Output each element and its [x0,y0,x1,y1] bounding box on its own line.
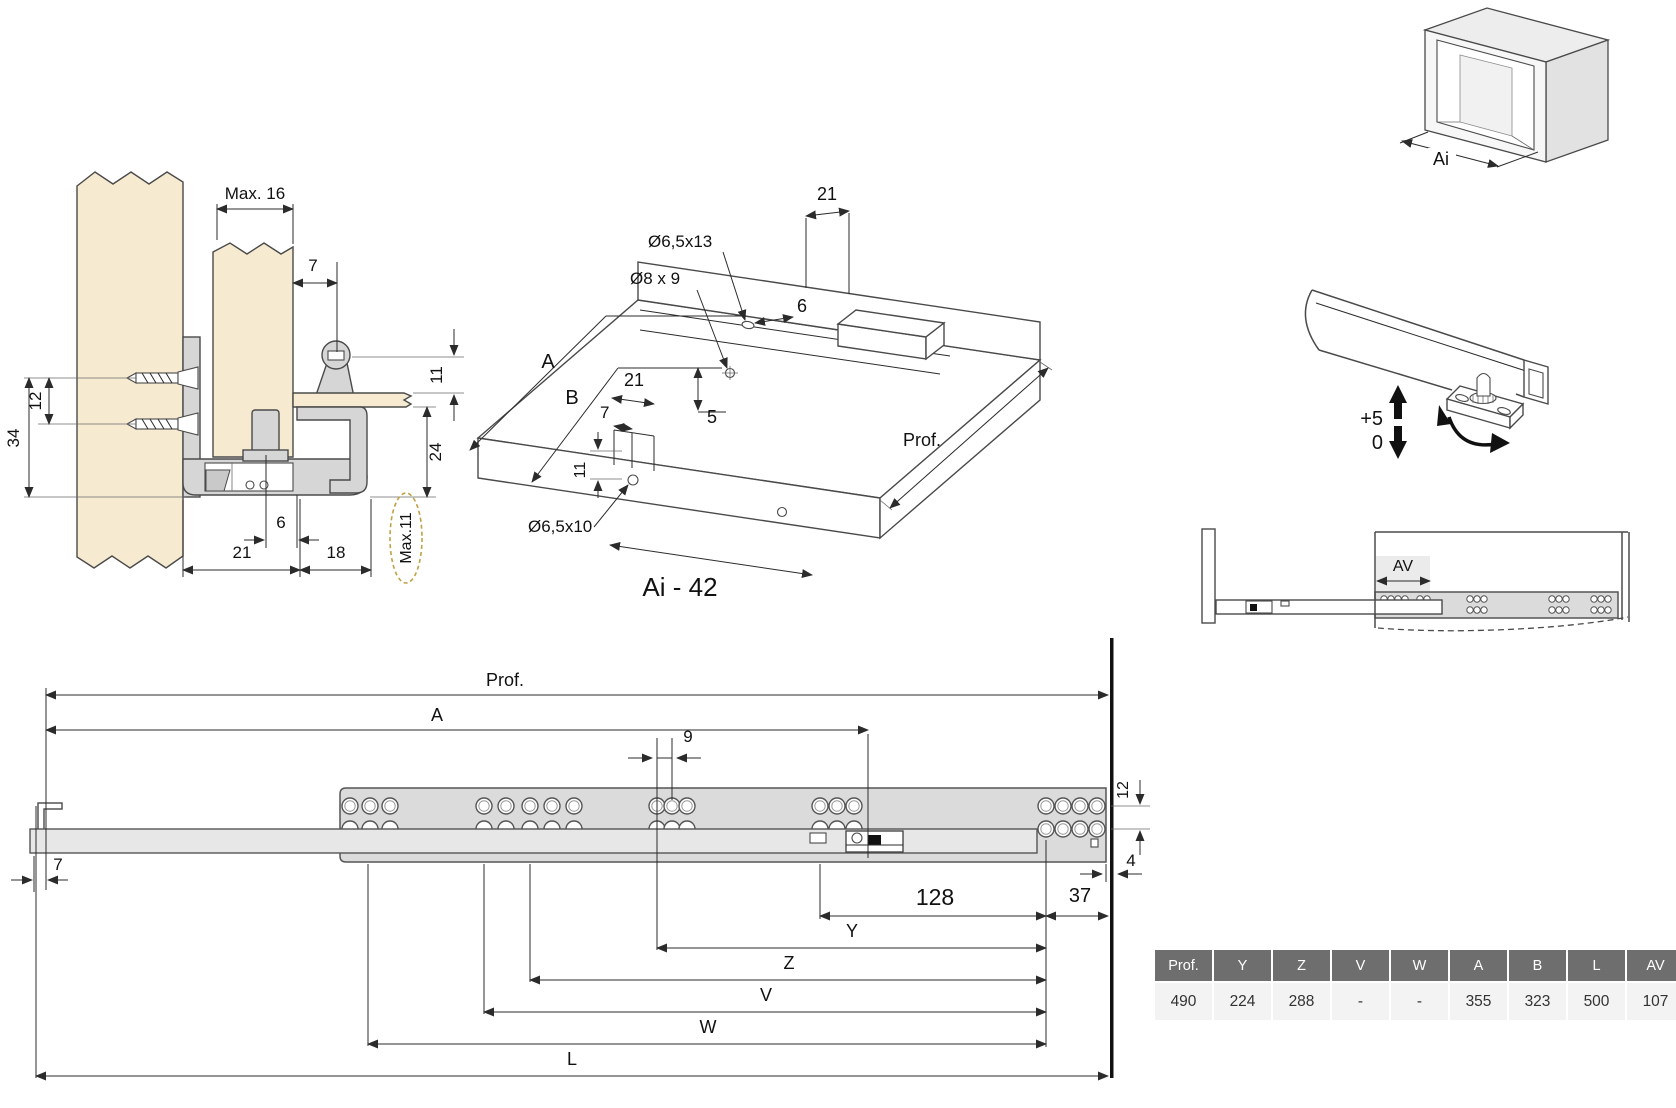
dim-4: 4 [1126,851,1135,870]
mounting-screw [125,412,199,436]
spec-value-w: - [1391,983,1448,1020]
dim-max11: Max.11 [398,512,415,563]
label-hole-65x13: Ø6,5x13 [648,232,712,251]
dim-9: 9 [683,727,692,746]
dim-7: 7 [308,256,317,275]
dim-11-notch: 11 [572,462,589,479]
hole-slot-65x13 [741,320,755,330]
dim-V: V [760,985,772,1005]
rail-holes-top-row [341,797,1106,838]
spec-value-v: - [1332,983,1389,1020]
spec-value-y: 224 [1214,983,1271,1020]
spec-value-l: 500 [1568,983,1625,1020]
dim-ai-42: Ai - 42 [642,572,717,602]
dim-max16: Max. 16 [225,184,285,203]
max11-highlight-ellipse [389,492,423,584]
cabinet-side-panel [76,171,184,569]
adjust-up-arrow-icon [1389,385,1407,419]
dim-7-notch: 7 [600,403,609,422]
spec-value-b: 323 [1509,983,1566,1020]
spec-header-av: AV [1627,950,1676,981]
dim-11: 11 [427,366,446,384]
adjustment-pin [1469,372,1497,405]
elevation-view: Prof. A 9 12 4 7 128 37 Y Z V W [11,638,1150,1081]
spec-header-l: L [1568,950,1625,981]
dim-37: 37 [1069,885,1091,907]
spec-header-b: B [1509,950,1566,981]
dim-ai: Ai [1433,149,1449,169]
label-hole-8x9: Ø8 x 9 [630,269,680,288]
dim-av: AV [1393,558,1413,575]
latch-mechanism [845,830,904,853]
dim-24: 24 [426,443,445,462]
front-bracket-view: +5 0 [1304,289,1549,459]
dim-L: L [567,1049,577,1069]
hole-65x10 [627,474,639,486]
drawer-front-panel [1201,528,1216,624]
cabinet-box-view: Ai [1399,7,1611,169]
dim-A-iso: A [541,351,555,373]
dim-6: 6 [276,513,285,532]
dim-Y: Y [846,921,858,941]
cross-section-view: Max. 16 7 12 34 11 24 6 21 18 Max.11 [4,171,464,584]
spec-value-av: 107 [1627,983,1676,1020]
dim-W: W [700,1017,717,1037]
dim-34: 34 [4,429,23,448]
spec-table: Prof. Y Z V W A B L AV 490 224 288 - - 3… [1155,950,1676,1020]
front-hook [37,802,63,829]
rotate-arrow-icon [1447,416,1497,447]
adjust-down-arrow-icon [1389,426,1407,459]
front-face-hole [776,506,788,518]
mounting-block [836,309,946,361]
dim-7-elev: 7 [53,855,62,874]
spec-header-v: V [1332,950,1389,981]
adjust-plus5: +5 [1360,408,1383,430]
dim-21: 21 [233,543,252,562]
dim-B-iso: B [565,387,578,409]
adjust-zero: 0 [1372,432,1383,454]
spec-header-a: A [1450,950,1507,981]
isometric-drawer-view: 21 Ø6,5x13 Ø8 x 9 6 A B 5 21 7 11 Ø6,5x1… [469,184,1053,602]
dim-21-top: 21 [817,184,837,204]
spec-value-prof: 490 [1155,983,1212,1020]
spec-header-w: W [1391,950,1448,981]
dim-prof-elev: Prof. [486,670,524,690]
dim-128: 128 [916,884,954,910]
dim-A-elev: A [431,705,443,725]
dim-6-iso: 6 [797,296,807,316]
spec-value-z: 288 [1273,983,1330,1020]
label-hole-65x10: Ø6,5x10 [528,517,592,536]
dim-18: 18 [327,543,346,562]
spec-header-z: Z [1273,950,1330,981]
spec-header-prof: Prof. [1155,950,1212,981]
mounted-side-view: AV [1201,528,1630,632]
dim-Z: Z [784,953,795,973]
wall-reference-line [1110,638,1114,1078]
spec-value-a: 355 [1450,983,1507,1020]
clamp-profile [296,406,368,494]
dim-12-elev: 12 [1115,781,1132,799]
spec-header-y: Y [1214,950,1271,981]
dim-21-notch: 21 [624,370,644,390]
drawer-side-panel [212,242,294,458]
dim-prof-iso: Prof. [903,430,941,450]
drawer-bottom-board [292,392,413,408]
dim-5: 5 [707,407,717,427]
